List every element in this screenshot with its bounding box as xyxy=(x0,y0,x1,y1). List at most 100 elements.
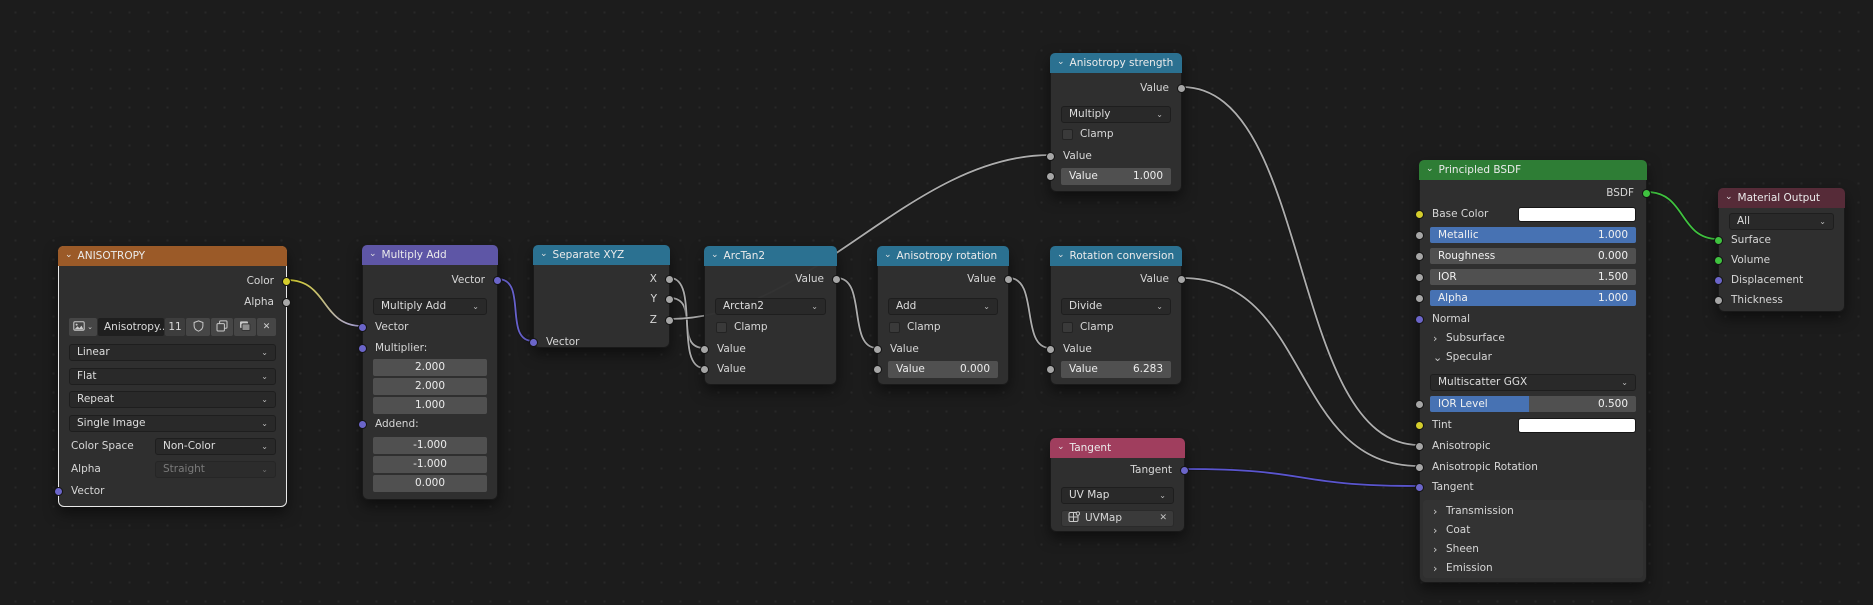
socket-tangent_out-output[interactable] xyxy=(1180,465,1189,475)
socket-value_b-input[interactable] xyxy=(1046,364,1055,374)
panel-sheen[interactable]: ›Sheen xyxy=(1420,540,1646,558)
select-extension[interactable]: Repeat⌄ xyxy=(69,390,276,408)
socket-value_a-input[interactable] xyxy=(873,344,882,354)
collapse-chevron-icon[interactable]: ⌄ xyxy=(369,248,377,259)
chevron-right-icon[interactable]: › xyxy=(1433,504,1438,518)
socket-x-output[interactable] xyxy=(665,274,674,284)
select-operation[interactable]: Divide⌄ xyxy=(1061,297,1171,315)
select-color-space[interactable]: Non-Color⌄ xyxy=(155,437,276,455)
socket-value_b-input[interactable] xyxy=(700,364,709,374)
select-interpolation[interactable]: Linear⌄ xyxy=(69,343,276,361)
select-distribution[interactable]: Multiscatter GGX⌄ xyxy=(1430,373,1636,391)
select-operation[interactable]: Arctan2⌄ xyxy=(715,297,826,315)
socket-anisotropic-input[interactable] xyxy=(1415,441,1424,451)
node-header-arctan2[interactable]: ⌄ArcTan2 xyxy=(704,246,837,266)
node-header-anisotropy-rotation[interactable]: ⌄Anisotropy rotation xyxy=(877,246,1009,266)
clamp-checkbox[interactable] xyxy=(716,321,727,333)
clamp-checkbox[interactable] xyxy=(1062,321,1073,333)
socket-surface-input[interactable] xyxy=(1714,235,1723,245)
socket-alpha-input[interactable] xyxy=(1415,293,1424,303)
new-image-button[interactable] xyxy=(211,318,233,336)
unpack-image-button[interactable] xyxy=(234,318,256,336)
panel-specular[interactable]: ⌄Specular xyxy=(1420,348,1646,366)
vector-component-field[interactable]: 0.000 xyxy=(373,474,487,492)
fake-user-button[interactable] xyxy=(186,318,210,336)
image-browse-button[interactable]: ⌄ xyxy=(69,318,97,336)
socket-vector_out-output[interactable] xyxy=(493,275,502,285)
socket-anisotropic_rotation-input[interactable] xyxy=(1415,462,1424,472)
socket-tint-input[interactable] xyxy=(1415,420,1424,430)
chevron-right-icon[interactable]: › xyxy=(1433,542,1438,556)
socket-value_out-output[interactable] xyxy=(1177,274,1186,284)
chevron-right-icon[interactable]: › xyxy=(1433,561,1438,575)
socket-value_a-input[interactable] xyxy=(1046,344,1055,354)
node-header-tangent[interactable]: ⌄Tangent xyxy=(1050,438,1185,458)
socket-normal-input[interactable] xyxy=(1415,314,1424,324)
node-header-separate-xyz[interactable]: ⌄Separate XYZ xyxy=(533,245,670,265)
socket-ior_level-input[interactable] xyxy=(1415,399,1424,409)
socket-value_out-output[interactable] xyxy=(1177,83,1186,93)
socket-z-output[interactable] xyxy=(665,315,674,325)
socket-color-output[interactable] xyxy=(282,276,291,286)
socket-metallic-input[interactable] xyxy=(1415,230,1424,240)
collapse-chevron-icon[interactable]: ⌄ xyxy=(540,248,548,259)
panel-transmission[interactable]: ›Transmission xyxy=(1420,502,1646,520)
socket-y-output[interactable] xyxy=(665,294,674,304)
socket-value_out-output[interactable] xyxy=(832,274,841,284)
socket-value_a-input[interactable] xyxy=(700,344,709,354)
close-icon[interactable]: ✕ xyxy=(1159,513,1167,523)
socket-vector-input[interactable] xyxy=(529,337,538,347)
socket-ior-input[interactable] xyxy=(1415,272,1424,282)
socket-value_a-input[interactable] xyxy=(1046,151,1055,161)
socket-addend-input[interactable] xyxy=(358,419,367,429)
unlink-image-button[interactable]: ✕ xyxy=(257,318,276,336)
select-projection[interactable]: Flat⌄ xyxy=(69,367,276,385)
vector-component-field[interactable]: 2.000 xyxy=(373,377,487,395)
socket-base_color-input[interactable] xyxy=(1415,209,1424,219)
collapse-chevron-icon[interactable]: ⌄ xyxy=(1057,56,1065,67)
node-header-anisotropy[interactable]: ⌄ANISOTROPY xyxy=(58,246,287,266)
vector-component-field[interactable]: 1.000 xyxy=(373,396,487,414)
node-header-anisotropy-strength[interactable]: ⌄Anisotropy strength xyxy=(1050,53,1182,73)
clamp-checkbox[interactable] xyxy=(1062,128,1073,140)
select-source[interactable]: Single Image⌄ xyxy=(69,414,276,432)
chevron-right-icon[interactable]: › xyxy=(1433,331,1438,345)
collapse-chevron-icon[interactable]: ⌄ xyxy=(1057,249,1065,260)
select-operation[interactable]: Multiply⌄ xyxy=(1061,105,1171,123)
base_color-color-swatch[interactable] xyxy=(1518,206,1636,222)
collapse-chevron-icon[interactable]: ⌄ xyxy=(711,249,719,260)
uv-map-field[interactable]: UVMap✕ xyxy=(1061,509,1174,527)
collapse-chevron-icon[interactable]: ⌄ xyxy=(884,249,892,260)
select-direction-type[interactable]: UV Map⌄ xyxy=(1061,486,1174,504)
node-header-rotation-conversion[interactable]: ⌄Rotation conversion xyxy=(1050,246,1182,266)
image-name-field[interactable]: Anisotropy... xyxy=(98,318,164,336)
socket-multiplier-input[interactable] xyxy=(358,343,367,353)
socket-roughness-input[interactable] xyxy=(1415,251,1424,261)
socket-thickness-input[interactable] xyxy=(1714,295,1723,305)
socket-alpha-output[interactable] xyxy=(282,297,291,307)
select-operation[interactable]: Multiply Add⌄ xyxy=(373,297,487,315)
vector-component-field[interactable]: -1.000 xyxy=(373,436,487,454)
node-header-multiply-add[interactable]: ⌄Multiply Add xyxy=(362,245,498,265)
node-header-principled-bsdf[interactable]: ⌄Principled BSDF xyxy=(1419,160,1647,180)
select-target[interactable]: All⌄ xyxy=(1729,212,1834,230)
collapse-chevron-icon[interactable]: ⌄ xyxy=(1725,191,1733,202)
tint-color-swatch[interactable] xyxy=(1518,417,1636,433)
